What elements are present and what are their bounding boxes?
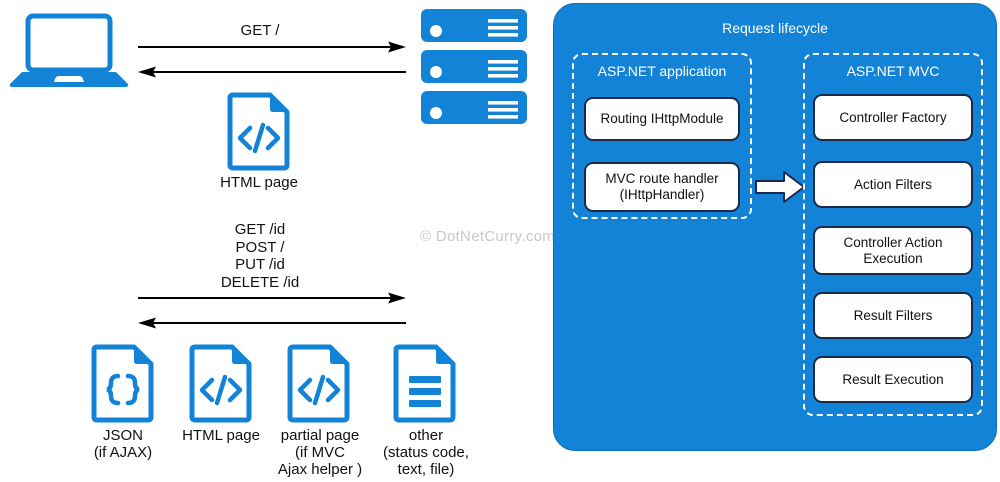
step-mvc-route-handler[interactable]: MVC route handler (IHttpHandler) [584, 162, 740, 212]
panel-title: Request lifecycle [722, 20, 828, 36]
artifact-label-other: other (status code, text, file) [383, 427, 469, 478]
group-aspnet-application: ASP.NET application [572, 53, 752, 219]
step-result-execution[interactable]: Result Execution [813, 356, 973, 403]
bottom-request-verbs: GET /id POST / PUT /id DELETE /id [220, 221, 300, 291]
code-file-icon [287, 344, 350, 423]
artifact-label-html: HTML page [182, 427, 260, 444]
json-file-icon [91, 344, 154, 423]
watermark: © DotNetCurry.com [420, 228, 556, 245]
group-title-aspnet-application: ASP.NET application [597, 63, 727, 79]
top-request-label: GET / [240, 22, 280, 39]
code-file-icon [189, 344, 252, 423]
response-arrow-top [138, 65, 406, 79]
group-title-aspnet-mvc: ASP.NET MVC [846, 63, 940, 79]
laptop-icon [8, 13, 130, 88]
artifact-label-partial: partial page (if MVC Ajax helper ) [277, 427, 363, 478]
step-routing-ihttpmodule[interactable]: Routing IHttpModule [584, 97, 740, 141]
request-lifecycle-panel: Request lifecycle ASP.NET application Ro… [553, 3, 997, 451]
response-arrow-bottom [138, 316, 406, 330]
server-stack-icon [419, 7, 529, 129]
top-artifact-label: HTML page [220, 174, 298, 191]
block-arrow-right-icon [754, 170, 806, 204]
step-controller-factory[interactable]: Controller Factory [813, 94, 973, 141]
artifact-label-json: JSON (if AJAX) [93, 427, 153, 461]
step-action-filters[interactable]: Action Filters [813, 161, 973, 208]
step-result-filters[interactable]: Result Filters [813, 292, 973, 339]
step-controller-action-execution[interactable]: Controller Action Execution [813, 226, 973, 275]
code-file-icon [227, 92, 290, 171]
group-aspnet-mvc: ASP.NET MVC [803, 53, 983, 416]
request-arrow-top [138, 40, 406, 54]
request-arrow-bottom [138, 291, 406, 305]
text-file-icon [393, 344, 456, 423]
